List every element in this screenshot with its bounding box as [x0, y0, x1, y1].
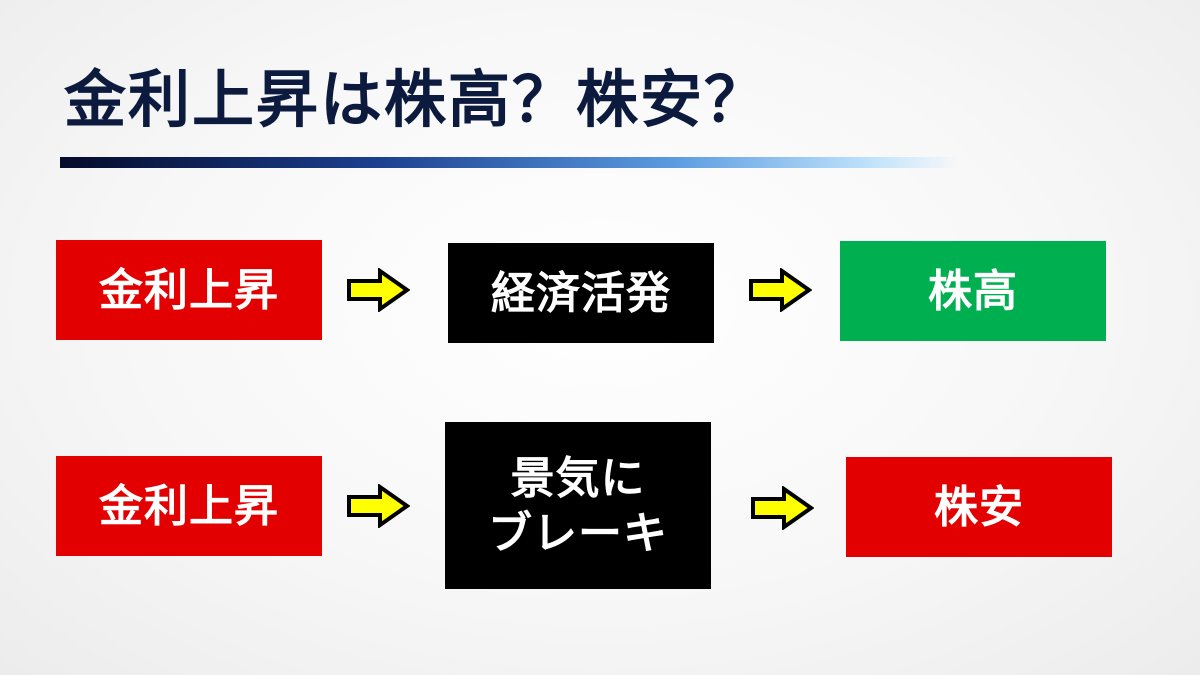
row1-middle-label: 経済活発: [491, 267, 671, 319]
row2-middle-box: 景気に ブレーキ: [445, 422, 711, 589]
row2-middle-line2: ブレーキ: [488, 507, 668, 559]
row2-result-box: 株安: [846, 457, 1112, 557]
row2-cause-box: 金利上昇: [56, 456, 322, 556]
title-underline: [60, 157, 960, 168]
row1-result-label: 株高: [928, 265, 1018, 317]
slide-title: 金利上昇は株高？株安？: [64, 63, 769, 136]
row2-cause-label: 金利上昇: [99, 480, 279, 532]
row2-arrow-1-icon: [347, 484, 410, 528]
row2-middle-line1: 景気に: [510, 452, 646, 504]
row2-middle-text: 景気に ブレーキ: [488, 451, 668, 561]
row1-cause-label: 金利上昇: [99, 264, 279, 316]
row1-middle-box: 経済活発: [448, 243, 714, 343]
row2-arrow-2-icon: [751, 486, 814, 530]
row1-result-box: 株高: [840, 241, 1106, 341]
row1-arrow-1-icon: [347, 268, 410, 312]
row1-arrow-2-icon: [749, 268, 812, 312]
row1-cause-box: 金利上昇: [56, 240, 322, 340]
row2-result-label: 株安: [934, 481, 1024, 533]
